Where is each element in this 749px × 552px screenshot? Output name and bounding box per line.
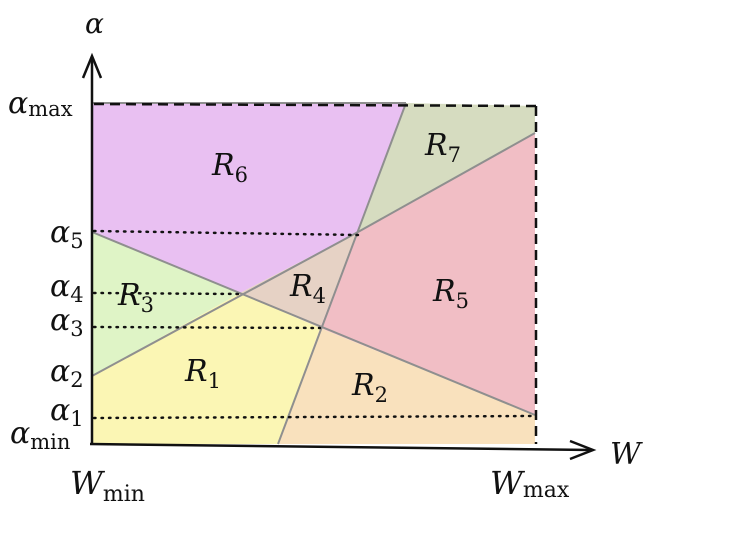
y-tick-alpha-min: αmin — [10, 416, 70, 454]
y-tick-alpha-max: αmax — [8, 86, 73, 121]
max-bounds-dashed — [93, 102, 538, 444]
region-r3 — [92, 232, 240, 376]
axes — [81, 52, 597, 461]
region-r6 — [92, 103, 406, 293]
region-r2 — [278, 328, 535, 444]
region-r7 — [358, 103, 535, 232]
alpha-threshold-lines — [92, 229, 537, 420]
region-label-r4: R4 — [289, 269, 326, 308]
y-tick-alpha-4: α4 — [50, 269, 84, 307]
x-axis-label: W — [610, 437, 643, 472]
y-axis-label: α — [85, 7, 104, 40]
region-r4 — [240, 232, 358, 328]
x-tick-w-min: Wmin — [70, 464, 145, 507]
y-tick-alpha-2: α2 — [50, 354, 84, 392]
region-r1 — [92, 293, 320, 444]
x-tick-w-max: Wmax — [490, 464, 570, 503]
region-r5 — [320, 133, 535, 415]
y-tick-alpha-5: α5 — [50, 215, 84, 253]
region-label-r6: R6 — [211, 148, 248, 187]
region-label-r1: R1 — [184, 354, 221, 393]
region-label-r3: R3 — [117, 278, 154, 317]
region-label-r7: R7 — [424, 128, 461, 167]
y-tick-alpha-3: α3 — [50, 303, 84, 341]
y-tick-alpha-1: α1 — [50, 393, 84, 431]
region-label-r5: R5 — [432, 274, 469, 313]
region-label-r2: R2 — [351, 368, 388, 407]
